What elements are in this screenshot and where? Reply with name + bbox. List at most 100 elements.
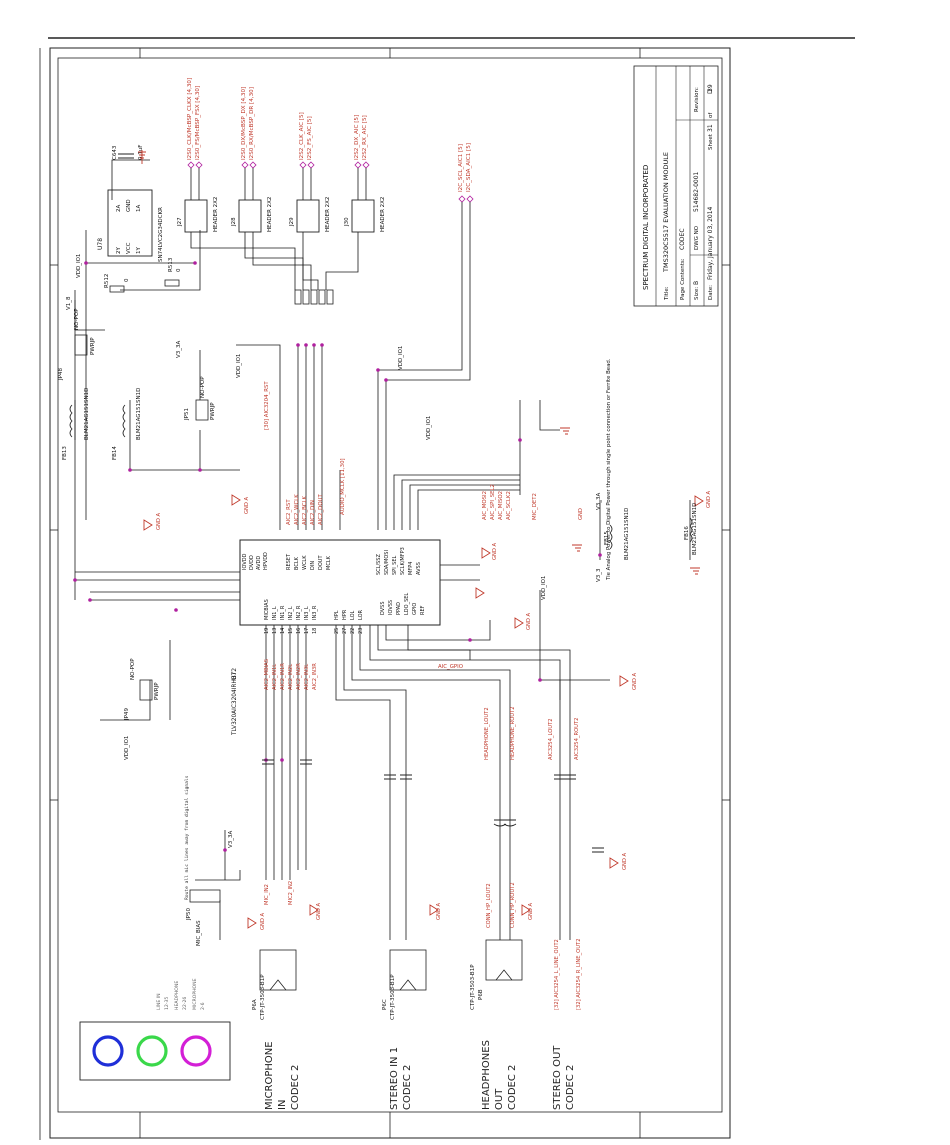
jumper-label: PWRJP — [154, 682, 160, 700]
jumper-jp49: JP49 PWRJP NO-POP — [124, 658, 160, 721]
ground-symbols — [138, 150, 704, 929]
net-label: AIC2_IN2L — [288, 664, 294, 690]
section-title: CODEC 2 — [402, 1065, 413, 1110]
net-label: MIC_IN2 — [264, 884, 270, 905]
net-label: AIC2_IN3L — [304, 664, 310, 690]
header-ref: J28 — [231, 217, 237, 227]
codec-ref: U72 — [231, 668, 238, 680]
header-j30: J30 HEADER 2X2 — [344, 197, 386, 233]
jumper-note: NO-POP — [200, 376, 206, 398]
pin-label: 1A — [136, 205, 142, 212]
net-label: AIC3254_LOUT2 — [548, 718, 554, 760]
header-label: HEADER 2X2 — [213, 197, 219, 232]
legend-circle-blue — [92, 1035, 124, 1067]
codec-pin-label: REF — [420, 605, 426, 615]
gnd-label: GND A — [436, 902, 442, 920]
codec-pin-label: MFP4 — [408, 562, 414, 575]
top-net-labels: I2S0_CLK/McBSP_CLKX [4,30] I2S0_FS/McBSP… — [187, 78, 472, 192]
mic-note: Route all mic lines away from digital si… — [184, 775, 190, 900]
net-label: AIC_SCLK2 — [506, 491, 512, 520]
jumper-note: NO-POP — [130, 658, 136, 680]
jack-ref: P6A — [252, 999, 258, 1010]
resistor-bank — [294, 289, 334, 305]
revision-label: Revision: — [694, 87, 700, 112]
resistor-ref: R513 — [168, 257, 174, 272]
jack-part: CTP-JT-3503-B1P — [390, 974, 396, 1020]
rail-label: V3_3A — [596, 492, 602, 510]
net-label: HEADPHONE_LOUT2 — [484, 707, 490, 760]
gnd-label: GND A — [706, 490, 712, 508]
net-label: I2S2_RX_AIC [5] — [362, 115, 368, 160]
ferrite-ref: FB13 — [62, 446, 68, 460]
company-name: SPECTRUM DIGITAL INCORPORATED — [642, 165, 650, 290]
net-label: I2S2_DX_AIC [5] — [354, 115, 360, 160]
codec-pin-number: 25 — [334, 628, 340, 634]
gnd-label: GND A — [492, 542, 498, 560]
header-j28: J28 HEADER 2X2 — [231, 197, 273, 233]
net-label: AIC2_DOUT — [318, 493, 324, 525]
jumper-ref: JP51 — [184, 408, 190, 421]
net-label: AIC2_IN1L — [272, 664, 278, 690]
audio-jack-p6b: P6B CTP-JT-3503-B1P — [470, 939, 523, 1010]
jumper-label: PWRJP — [210, 402, 216, 420]
header-j29: J29 HEADER 2X2 — [289, 197, 331, 233]
drawing-title: TMS320C5517 EVALUATION MODULE — [662, 152, 670, 273]
codec-pin-label: WCLK — [302, 555, 308, 570]
section-title: CODEC 2 — [290, 1065, 301, 1110]
codec-pin-number: 27 — [342, 628, 348, 634]
codec-pin-label: IN1_R — [280, 605, 286, 620]
offpage-connectors — [187, 161, 474, 203]
net-label: AIC_MISO2 — [498, 491, 504, 520]
codec-part: TLV320AIC3204IRHBT — [232, 671, 238, 736]
jumper-ref: JP49 — [124, 708, 130, 721]
header-j27: J27 HEADER 2X2 — [177, 197, 219, 233]
header-ref: J30 — [344, 217, 350, 227]
dwg-label: DWG NO — [694, 225, 700, 250]
size-value: B — [693, 281, 700, 285]
codec-pin-number: 19 — [264, 628, 270, 634]
codec-pin-label: HPR — [342, 609, 348, 620]
section-title: STEREO IN 1 — [389, 1047, 400, 1110]
rail-label: VDD_IO1 — [76, 254, 82, 278]
audio-jack-p6c: P6C CTP-JT-3503-B1P — [382, 949, 427, 1020]
side-note: LINE IN — [156, 993, 162, 1010]
net-label: AUDIO_MCLK [11,30] — [340, 458, 346, 515]
gnd-label: GND A — [244, 496, 250, 514]
rail-labels: VDD_IO1 V1_8 V3_3A VDD_IO1 VDD_IO1 VDD_I… — [66, 254, 602, 848]
cap-ref: C643 — [112, 145, 118, 160]
codec-pin-label: DVDD — [249, 555, 255, 570]
jumper-jp51: JP51 PWRJP NO-POP — [184, 376, 216, 421]
codec-pin-number: 15 — [288, 628, 294, 634]
section-title: CODEC 2 — [565, 1065, 576, 1110]
date-label: Date: — [708, 285, 714, 300]
codec-pin-label: IN3_L — [304, 606, 310, 620]
net-label: [32] AIC3254_L_LINE_OUT2 — [554, 939, 560, 1010]
codec-pin-number: 16 — [296, 628, 302, 634]
ferrite-ref: FB16 — [684, 526, 690, 540]
net-label: I2C_SCL_AIC1 [5] — [458, 144, 464, 192]
jumper-ref: JP48 — [58, 368, 64, 381]
section-title: STEREO OUT — [552, 1045, 563, 1110]
net-label: AIC2_WCLK — [294, 494, 300, 525]
section-title: IN — [277, 1100, 288, 1110]
side-note: MICROPHONE — [192, 978, 198, 1010]
ferrite-coils — [69, 404, 693, 550]
codec-pin-label: SPI_SEL — [392, 556, 398, 575]
sheet-label: Sheet — [708, 133, 714, 150]
side-note: 12-35 — [164, 997, 170, 1010]
sheet-number: 31 — [707, 124, 714, 132]
codec-pin-label: SDA/MOSI — [384, 550, 390, 575]
jack-ref: P6C — [382, 999, 388, 1010]
rail-label: VDD_IO1 — [426, 416, 432, 440]
net-label: I2S0_RX/McBSP_DR [4,30] — [249, 87, 255, 160]
header-ref: J27 — [177, 217, 183, 227]
coupling-caps — [262, 759, 604, 853]
section-title: CODEC 2 — [507, 1065, 518, 1110]
page-contents-label: Page Contents: — [680, 258, 686, 300]
revision-value: D — [707, 89, 714, 94]
net-label: I2S2_CLK_AIC [5] — [299, 112, 305, 160]
ferrite-part: BLM21AG151SN1D — [84, 388, 90, 440]
resistor-r512: R512 0 — [104, 274, 130, 293]
gnd-label: GND A — [526, 612, 532, 630]
